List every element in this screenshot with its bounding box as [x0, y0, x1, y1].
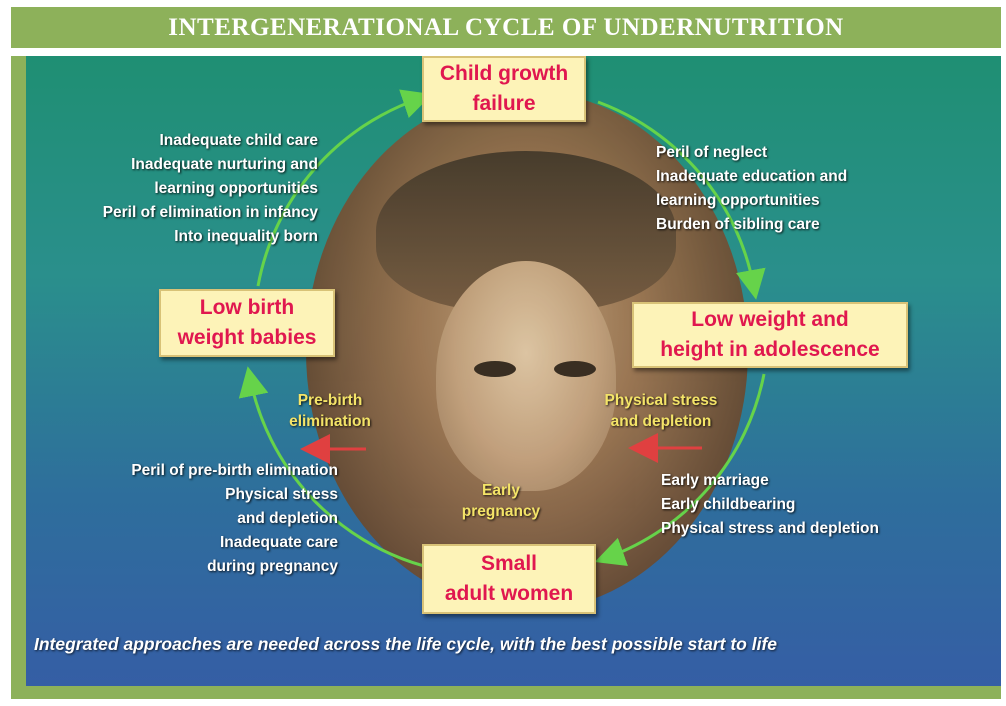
- stage-small-adult-women: Small adult women: [422, 544, 596, 614]
- stage-small-women-line2: adult women: [445, 579, 573, 609]
- label-physical-stress: Physical stress and depletion: [586, 390, 736, 432]
- stage-low-birth-line2: weight babies: [178, 323, 317, 353]
- page-title: INTERGENERATIONAL CYCLE OF UNDERNUTRITIO…: [168, 14, 843, 42]
- factor-item: Early marriage: [661, 469, 981, 493]
- inner-label-line: Pre-birth: [280, 390, 380, 411]
- inner-label-line: Physical stress: [586, 390, 736, 411]
- factor-item: learning opportunities: [656, 189, 956, 213]
- stage-child-growth-line1: Child growth: [440, 59, 568, 89]
- factor-item: learning opportunities: [46, 177, 318, 201]
- factor-item: Inadequate nurturing and: [46, 153, 318, 177]
- factors-top-left: Inadequate child care Inadequate nurturi…: [46, 129, 318, 249]
- title-bar: INTERGENERATIONAL CYCLE OF UNDERNUTRITIO…: [11, 7, 1001, 48]
- stage-small-women-line1: Small: [481, 549, 537, 579]
- diagram-panel: Child growth failure Low weight and heig…: [26, 56, 1001, 686]
- factor-item: Inadequate care: [66, 531, 338, 555]
- footer-caption: Integrated approaches are needed across …: [34, 634, 1001, 655]
- factor-item: and depletion: [66, 507, 338, 531]
- factor-item: Early childbearing: [661, 493, 981, 517]
- factor-item: Burden of sibling care: [656, 213, 956, 237]
- inner-label-line: pregnancy: [446, 501, 556, 522]
- stage-low-birth-weight-babies: Low birth weight babies: [159, 289, 335, 357]
- factor-item: during pregnancy: [66, 555, 338, 579]
- factors-bottom-right: Early marriage Early childbearing Physic…: [661, 469, 981, 541]
- factor-item: Peril of elimination in infancy: [46, 201, 318, 225]
- inner-label-line: Early: [446, 480, 556, 501]
- factor-item: Physical stress: [66, 483, 338, 507]
- stage-child-growth-failure: Child growth failure: [422, 56, 586, 122]
- factor-item: Physical stress and depletion: [661, 517, 981, 541]
- factor-item: Peril of neglect: [656, 141, 956, 165]
- factor-item: Inadequate education and: [656, 165, 956, 189]
- factors-bottom-left: Peril of pre-birth elimination Physical …: [66, 459, 338, 579]
- stage-low-weight-adolescence: Low weight and height in adolescence: [632, 302, 908, 368]
- inner-label-line: elimination: [280, 411, 380, 432]
- stage-low-birth-line1: Low birth: [200, 293, 294, 323]
- factor-item: Inadequate child care: [46, 129, 318, 153]
- stage-adolescence-line2: height in adolescence: [660, 335, 879, 365]
- label-pre-birth-elimination: Pre-birth elimination: [280, 390, 380, 432]
- factors-top-right: Peril of neglect Inadequate education an…: [656, 141, 956, 237]
- inner-label-line: and depletion: [586, 411, 736, 432]
- factor-item: Into inequality born: [46, 225, 318, 249]
- factor-item: Peril of pre-birth elimination: [66, 459, 338, 483]
- label-early-pregnancy: Early pregnancy: [446, 480, 556, 522]
- stage-child-growth-line2: failure: [472, 89, 535, 119]
- stage-adolescence-line1: Low weight and: [691, 305, 849, 335]
